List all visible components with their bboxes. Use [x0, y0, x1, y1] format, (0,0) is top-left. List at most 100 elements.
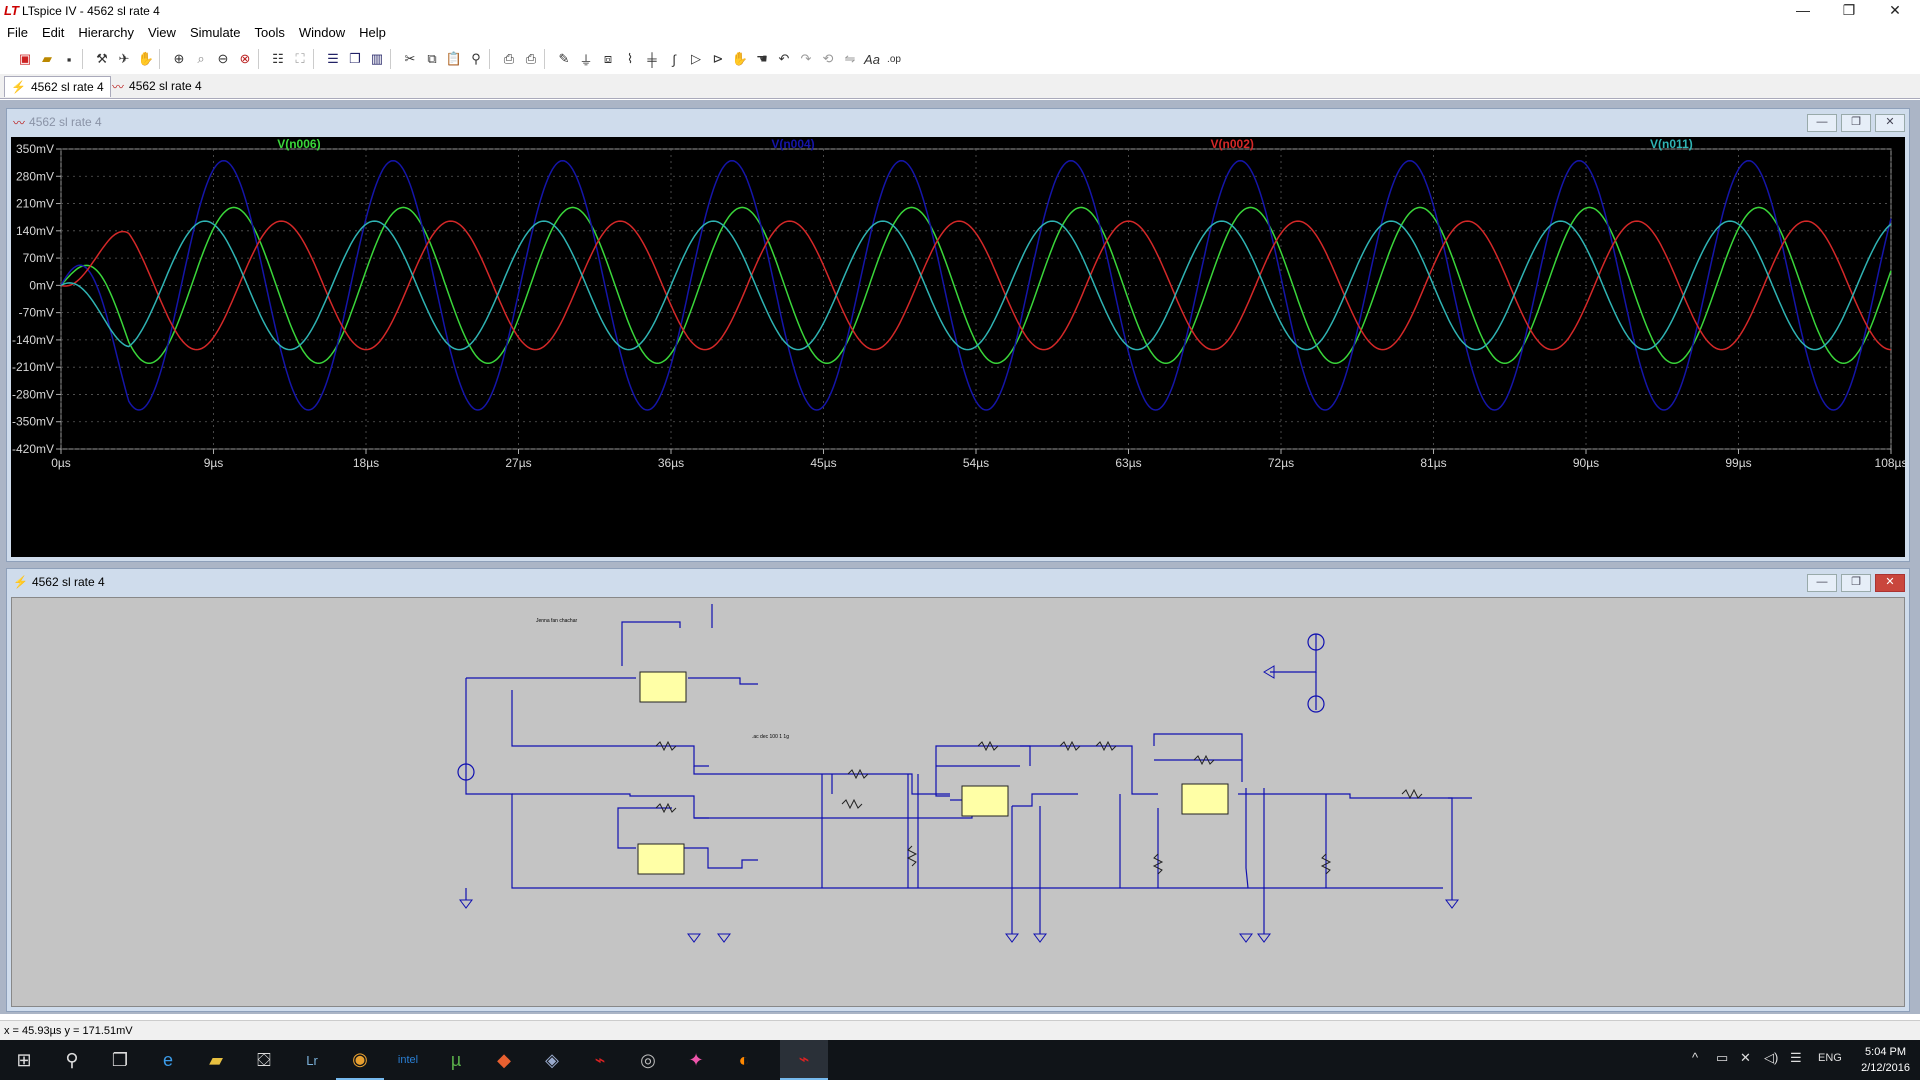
paste-icon[interactable]: 📋: [445, 51, 463, 66]
menu-edit[interactable]: Edit: [41, 25, 65, 40]
child-minimize-button[interactable]: —: [1807, 574, 1837, 592]
child-close-button[interactable]: ✕: [1875, 114, 1905, 132]
media-icon[interactable]: ◎: [640, 1049, 656, 1070]
app-icon[interactable]: ✦: [688, 1049, 704, 1070]
schematic-canvas[interactable]: Jenna fan chachar .ac dec 100 1 1g: [11, 597, 1905, 1007]
tile-horizontal-icon[interactable]: ☰: [327, 51, 339, 66]
legend-label: V(n002): [1211, 137, 1254, 151]
move-icon[interactable]: ✋: [731, 51, 749, 66]
print-setup-icon[interactable]: ⎙: [503, 51, 515, 66]
opamp-U4[interactable]: [1181, 783, 1229, 815]
menu-hierarchy[interactable]: Hierarchy: [78, 25, 134, 40]
menu-view[interactable]: View: [147, 25, 176, 40]
app-icon[interactable]: ◆: [497, 1049, 511, 1070]
series-line: [60, 220, 1892, 351]
control-panel-icon[interactable]: ⚒: [96, 51, 108, 66]
volume-icon[interactable]: ◁): [1764, 1050, 1779, 1065]
schematic-window-titlebar: ⚡ 4562 sl rate 4 — ❐ ✕: [7, 569, 1909, 595]
ground-icon[interactable]: ⏚: [579, 52, 593, 68]
open-icon[interactable]: ▰: [42, 51, 52, 66]
x-tick-label: 90µs: [1573, 456, 1599, 470]
child-close-button[interactable]: ✕: [1875, 574, 1905, 592]
waveform-window-titlebar: 〰 4562 sl rate 4 — ❐ ✕: [7, 109, 1909, 135]
close-button[interactable]: ✕: [1889, 2, 1901, 18]
child-maximize-button[interactable]: ❐: [1841, 114, 1871, 132]
text-icon[interactable]: Aa: [864, 51, 880, 67]
menu-help[interactable]: Help: [359, 25, 386, 40]
fit-icon[interactable]: ⛶: [295, 51, 305, 66]
run-icon[interactable]: ✈: [118, 51, 130, 66]
opamp-U2[interactable]: [637, 843, 685, 875]
app-icon[interactable]: ◐: [738, 1049, 750, 1070]
intel-icon[interactable]: intel: [397, 1054, 419, 1066]
network-icon[interactable]: ✕: [1740, 1050, 1751, 1065]
file-explorer-icon[interactable]: ▰: [209, 1049, 223, 1070]
zoom-full-icon[interactable]: ⊗: [239, 51, 251, 66]
search-icon[interactable]: ⚲: [65, 1049, 79, 1070]
dc-source-v2[interactable]: [1307, 695, 1325, 713]
spice-directive: .ac dec 100 1 1g: [752, 734, 789, 740]
tray-chevron-icon[interactable]: ^: [1692, 1050, 1699, 1065]
wire-icon[interactable]: ✎: [558, 51, 570, 66]
utorrent-icon[interactable]: µ: [450, 1049, 462, 1070]
cut-icon[interactable]: ✂: [404, 51, 416, 66]
find-icon[interactable]: ⚲: [471, 51, 481, 66]
redo-icon[interactable]: ↷: [800, 51, 812, 66]
ltspice-icon[interactable]: ⌁: [594, 1049, 606, 1070]
inductor-icon[interactable]: ∫: [672, 51, 676, 67]
copy-icon[interactable]: ⧉: [427, 51, 437, 66]
x-tick-label: 18µs: [353, 456, 379, 470]
zoom-in-icon[interactable]: ⊕: [173, 51, 185, 66]
action-center-icon[interactable]: ☰: [1790, 1050, 1802, 1065]
task-view-icon[interactable]: ❐: [111, 1049, 129, 1070]
capacitor-icon[interactable]: ╪: [647, 51, 657, 67]
rotate-icon[interactable]: ⟲: [822, 51, 834, 66]
tab-waveform[interactable]: 〰 4562 sl rate 4: [106, 76, 208, 96]
tab-schematic[interactable]: ⚡ 4562 sl rate 4: [4, 76, 111, 97]
app-icon[interactable]: ◈: [545, 1049, 559, 1070]
dc-source-v1[interactable]: [1307, 633, 1325, 651]
y-tick-label: -350mV: [12, 415, 54, 429]
autorange-icon[interactable]: ☷: [272, 51, 284, 66]
start-icon[interactable]: ⊞: [16, 1049, 32, 1070]
waveform-chart[interactable]: 350mV280mV210mV140mV70mV0mV-70mV-140mV-2…: [11, 137, 1908, 557]
print-icon[interactable]: ⎙: [525, 51, 537, 66]
lightroom-icon[interactable]: Lr: [306, 1052, 318, 1068]
ltspice-icon[interactable]: ⌁: [780, 1040, 828, 1080]
mirror-icon[interactable]: ⇋: [844, 51, 856, 66]
tile-vertical-icon[interactable]: ▥: [370, 51, 384, 66]
language-indicator[interactable]: ENG: [1818, 1052, 1842, 1064]
spice-directive-icon[interactable]: .op: [887, 53, 901, 65]
circuit-schematic[interactable]: Jenna fan chachar .ac dec 100 1 1g: [12, 598, 1905, 1007]
menu-window[interactable]: Window: [298, 25, 346, 40]
save-icon[interactable]: ▪: [66, 51, 72, 67]
store-icon[interactable]: ⛋: [257, 1049, 271, 1070]
zoom-out-icon[interactable]: ⊖: [217, 51, 229, 66]
minimize-button[interactable]: —: [1796, 2, 1810, 18]
child-minimize-button[interactable]: —: [1807, 114, 1837, 132]
label-icon[interactable]: ⧈: [603, 51, 613, 66]
menu-file[interactable]: File: [7, 25, 28, 40]
child-maximize-button[interactable]: ❐: [1841, 574, 1871, 592]
new-schematic-icon[interactable]: ▣: [18, 51, 32, 66]
maximize-button[interactable]: ❐: [1842, 2, 1856, 18]
battery-icon[interactable]: ▭: [1716, 1050, 1729, 1065]
edge-icon[interactable]: e: [162, 1049, 173, 1070]
menu-simulate[interactable]: Simulate: [189, 25, 241, 40]
halt-icon[interactable]: ✋: [137, 51, 155, 66]
ac-source[interactable]: [457, 763, 475, 781]
clock[interactable]: 5:04 PM 2/12/2016: [1861, 1044, 1910, 1076]
resistor-icon[interactable]: ⌇: [626, 51, 634, 66]
drag-icon[interactable]: ☚: [756, 51, 768, 66]
diode-icon[interactable]: ▷: [691, 51, 701, 66]
opamp-U3[interactable]: [961, 785, 1009, 817]
menu-tools[interactable]: Tools: [254, 25, 285, 40]
cascade-icon[interactable]: ❐: [349, 51, 361, 66]
chrome-icon[interactable]: ◉: [336, 1040, 384, 1080]
undo-icon[interactable]: ↶: [778, 51, 790, 66]
zoom-area-icon[interactable]: ⌕: [197, 51, 205, 66]
y-tick-label: -140mV: [12, 333, 54, 347]
opamp-U1[interactable]: [639, 671, 687, 703]
component-icon[interactable]: ⊳: [712, 51, 724, 66]
